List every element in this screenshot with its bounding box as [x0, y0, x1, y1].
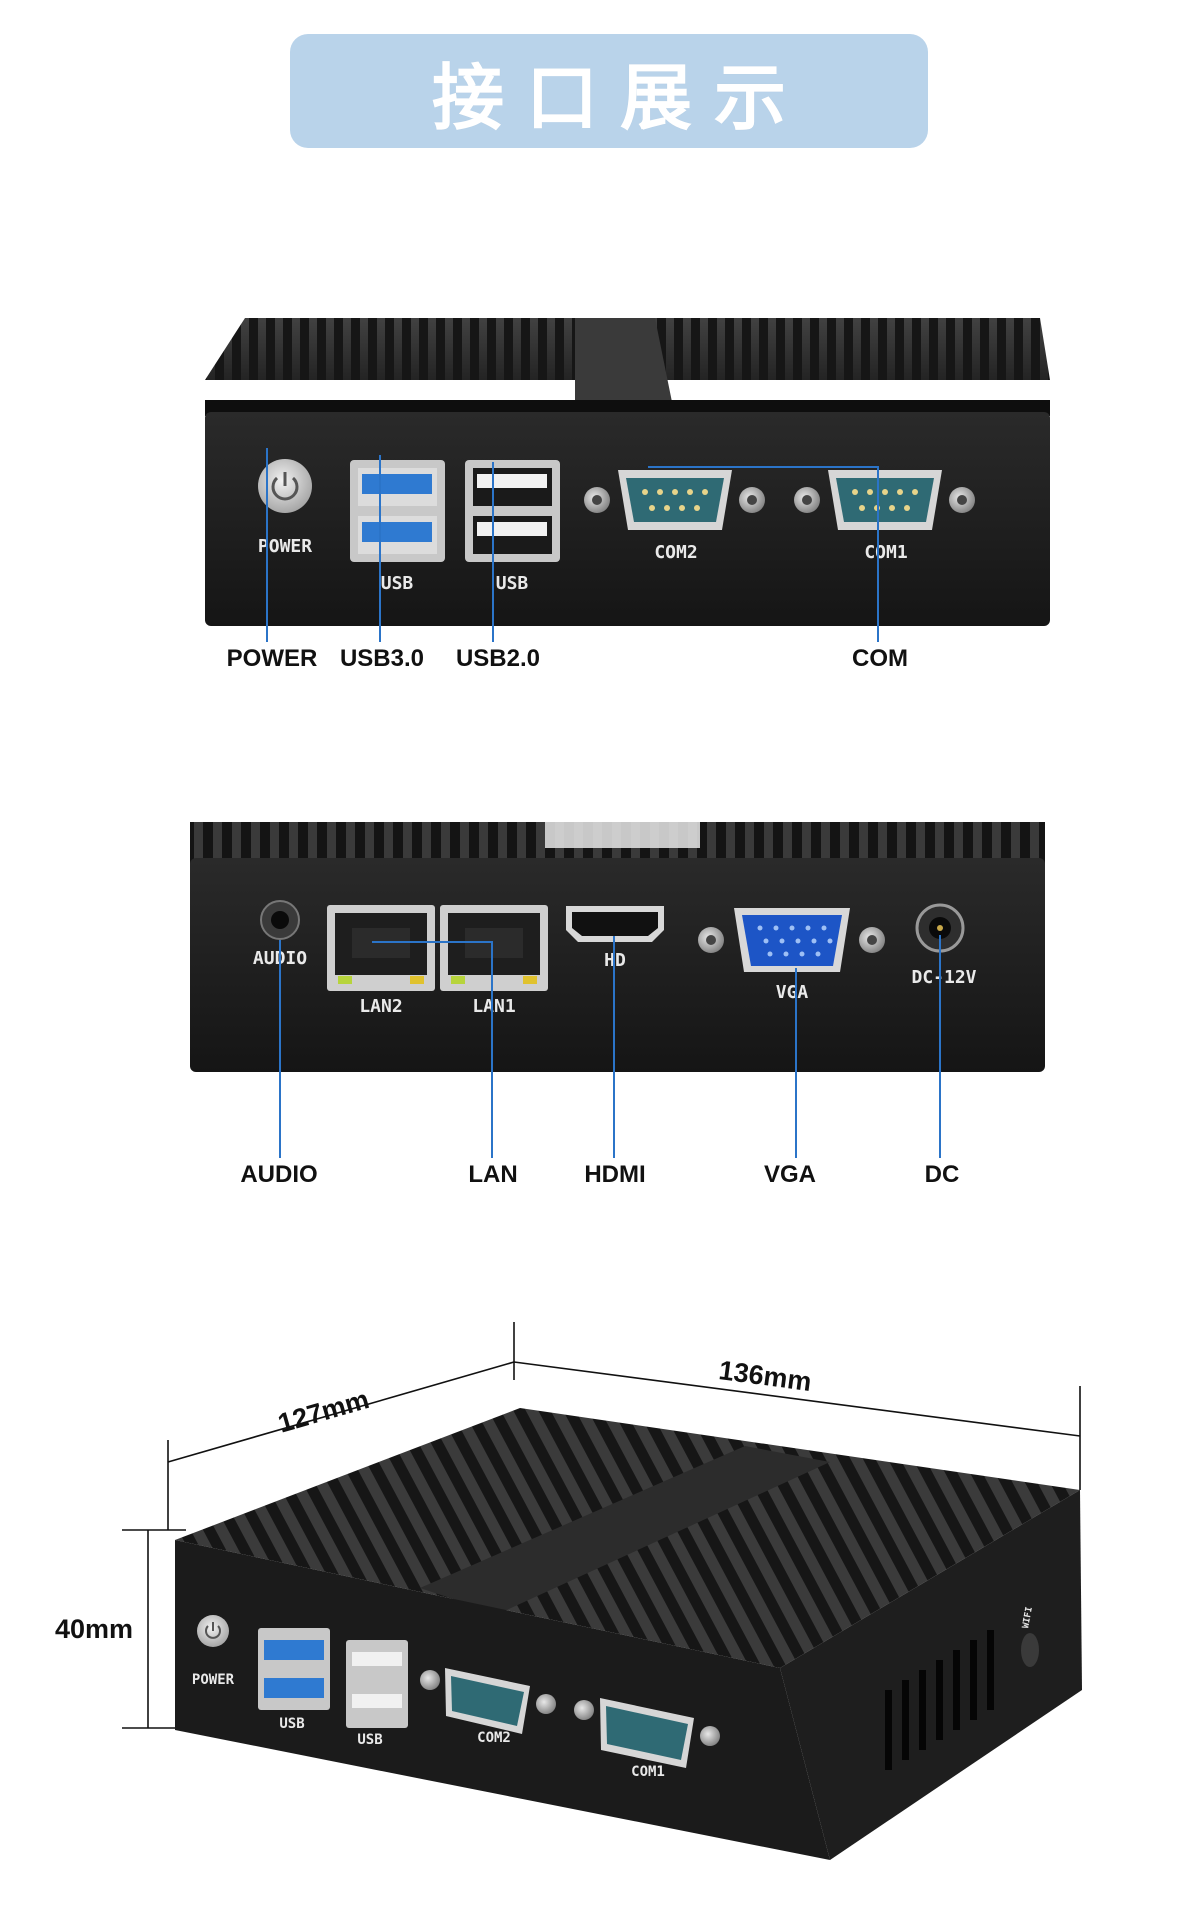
device-silk-usb-a: USB [279, 1716, 304, 1732]
wifi-antenna-port [1021, 1633, 1039, 1667]
lan1-port [440, 905, 548, 991]
power-icon [271, 472, 299, 501]
callout-vga: VGA [764, 1161, 816, 1188]
callout-audio: AUDIO [240, 1161, 317, 1188]
callout-dc: DC [925, 1161, 960, 1188]
front-callout-lines [266, 448, 879, 642]
title-banner: 接口展示 [290, 34, 928, 148]
front-panel-photo: POWER USB USB COM2 COM1 [205, 318, 1050, 626]
audio-jack [260, 900, 300, 940]
rear-callout-lines [279, 935, 941, 1158]
device-top-channel [420, 1446, 830, 1614]
hdmi-port [566, 906, 664, 942]
silk-com2: COM2 [654, 542, 697, 563]
banner-title: 接口展示 [431, 55, 808, 140]
silk-lan1: LAN1 [472, 996, 515, 1017]
device-com2-port [420, 1668, 556, 1734]
device-silk-power: POWER [192, 1672, 235, 1688]
usb2-port-upper [477, 474, 547, 488]
device-silk-com2: COM2 [477, 1730, 511, 1746]
usb3-port-upper [362, 474, 432, 494]
dc-jack [915, 903, 965, 953]
callout-lan: LAN [468, 1161, 517, 1188]
lan2-port [327, 905, 435, 991]
silk-wifi: WIFI [1021, 1606, 1035, 1629]
dimension-depth: 127mm [275, 1384, 373, 1438]
device-3d-view: WIFI POWER USB [175, 1408, 1082, 1860]
callout-usb3: USB3.0 [340, 645, 424, 672]
front-heatsink-channel [575, 318, 672, 402]
device-com1-port [574, 1698, 720, 1768]
device-power-icon [205, 1622, 221, 1639]
com2-port [584, 470, 765, 530]
rear-panel-photo: AUDIO LAN2 LAN1 HD VGA DC-12V [190, 822, 1045, 1072]
vga-port [698, 908, 885, 972]
device-silk-com1: COM1 [631, 1764, 665, 1780]
silk-hd: HD [604, 950, 626, 971]
silk-dc12v: DC-12V [911, 967, 976, 988]
dimension-lines [122, 1322, 1081, 1729]
silk-com1: COM1 [864, 542, 907, 563]
callout-power: POWER [227, 645, 318, 672]
silk-vga: VGA [776, 982, 809, 1003]
device-right-side [780, 1490, 1082, 1860]
com1-port [794, 470, 975, 530]
silk-power: POWER [258, 536, 312, 557]
device-side-vents [885, 1630, 994, 1770]
usb2-port-lower [477, 522, 547, 536]
silk-usb-a: USB [381, 573, 414, 594]
usb3-port-lower [362, 522, 432, 542]
callout-com: COM [852, 645, 908, 672]
callout-usb2: USB2.0 [456, 645, 540, 672]
dimension-height: 40mm [55, 1614, 133, 1644]
callout-hdmi: HDMI [584, 1161, 645, 1188]
silk-lan2: LAN2 [359, 996, 402, 1017]
silk-usb-b: USB [496, 573, 529, 594]
device-silk-usb-b: USB [357, 1732, 382, 1748]
